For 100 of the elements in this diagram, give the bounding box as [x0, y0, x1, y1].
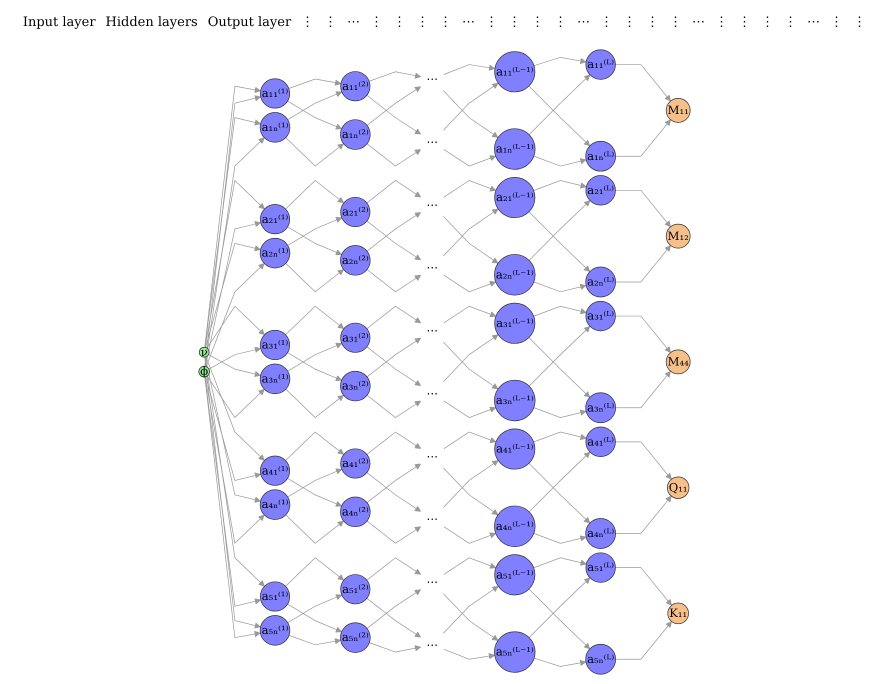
layer-label: ⋯ — [462, 14, 476, 30]
arrow — [528, 326, 590, 386]
arrow — [205, 376, 262, 481]
layer-label: ⋮ — [416, 14, 430, 30]
node-circle: a₁ₙ⁽²⁾ — [340, 119, 371, 150]
arrow — [533, 306, 587, 317]
arrow — [443, 216, 498, 264]
arrow — [533, 156, 586, 166]
node-circle: M₁₁ — [666, 98, 691, 123]
arrow — [287, 226, 342, 256]
node-circle: Q₁₁ — [667, 476, 690, 499]
node-circle: a₁ₙ⁽ᴸ⁻¹⁾ — [494, 128, 536, 170]
arrow — [444, 400, 496, 418]
arrow — [287, 217, 342, 246]
node-circle: a₃₁⁽¹⁾ — [260, 330, 290, 360]
arrow — [208, 354, 261, 378]
node-circle: a₁₁⁽ᴸ⁾ — [586, 49, 616, 80]
arrow — [443, 586, 498, 634]
arrow — [444, 432, 496, 450]
arrow — [533, 432, 587, 442]
arrow — [285, 432, 344, 461]
node-circle: a₄₁⁽ᴸ⁾ — [586, 426, 616, 457]
layer-label: ⋮ — [439, 14, 452, 30]
arrow — [368, 642, 422, 652]
node-circle: a₃₁⁽ᴸ⁻¹⁾ — [494, 302, 536, 344]
arrow — [533, 180, 587, 191]
arrow — [533, 407, 586, 418]
arrow — [615, 441, 672, 480]
layer-label: ⋮ — [508, 14, 522, 30]
arrow — [528, 462, 590, 524]
node-circle: M₄₄ — [666, 350, 691, 374]
node-circle: ν — [198, 346, 210, 358]
arrow — [615, 316, 671, 353]
arrow — [206, 356, 265, 461]
arrow — [366, 432, 422, 455]
node-circle: a₅ₙ⁽¹⁾ — [260, 615, 290, 646]
layer-label: ⋯ — [577, 14, 590, 30]
arrow — [443, 460, 498, 508]
node-circle: a₂ₙ⁽²⁾ — [340, 245, 371, 276]
arrow — [366, 598, 422, 638]
arrow — [366, 338, 422, 378]
node-text: ⋯ — [426, 72, 438, 86]
arrow — [204, 220, 262, 367]
node-circle: a₂₁⁽ᴸ⁾ — [586, 175, 616, 206]
arrow — [285, 388, 344, 418]
arrow — [208, 346, 262, 370]
arrow — [285, 263, 344, 292]
layer-label: ⋯ — [807, 14, 820, 30]
node-circle: a₄ₙ⁽ᴸ⁾ — [585, 518, 616, 549]
node-text: ⋯ — [426, 638, 438, 652]
arrow — [366, 212, 422, 252]
arrow — [615, 621, 672, 660]
layer-label: Input layer — [22, 14, 96, 30]
node-circle: a₂₁⁽ᴸ⁻¹⁾ — [494, 177, 536, 218]
arrow — [206, 306, 265, 348]
arrow — [287, 352, 342, 381]
node-circle: a₅ₙ⁽ᴸ⁾ — [585, 644, 616, 675]
arrow — [615, 370, 671, 408]
arrow — [528, 211, 590, 272]
arrow — [366, 306, 422, 330]
node-circle: a₄₁⁽²⁾ — [340, 448, 370, 479]
node-circle: a₅ₙ⁽²⁾ — [340, 622, 371, 653]
arrow — [368, 71, 422, 82]
arrow — [443, 82, 498, 131]
layer-label: ⋮ — [715, 14, 728, 30]
layer-label: ⋮ — [600, 14, 614, 30]
arrow — [366, 557, 422, 581]
node-circle: a₅₁⁽ᴸ⁾ — [586, 552, 616, 583]
node-circle: a₁₁⁽²⁾ — [340, 71, 370, 102]
arrow — [528, 86, 590, 146]
arrow — [288, 78, 342, 89]
layer-label: ⋮ — [554, 14, 568, 30]
node-text: ⋯ — [426, 323, 438, 338]
layer-label: Output layer — [208, 14, 292, 30]
node-text: ⋯ — [426, 574, 438, 589]
arrow — [285, 306, 344, 336]
layer-label: ⋮ — [646, 14, 660, 30]
node-circle: M₁₂ — [666, 224, 691, 249]
layer-label: ⋮ — [301, 14, 314, 30]
node-circle: ϕ — [198, 366, 210, 378]
node-circle: a₃₁⁽²⁾ — [340, 322, 370, 353]
arrow — [288, 635, 341, 646]
node-circle: a₅ₙ⁽ᴸ⁻¹⁾ — [494, 631, 536, 673]
arrow — [287, 91, 342, 120]
arrow — [528, 588, 590, 650]
arrow — [528, 200, 590, 261]
arrow — [366, 394, 422, 418]
node-text: ⋯ — [426, 386, 438, 400]
node-circle: a₂ₙ⁽ᴸ⁾ — [585, 266, 616, 298]
arrow — [443, 90, 498, 138]
arrow — [443, 342, 498, 390]
node-text: ⋯ — [426, 260, 438, 274]
layer-label: ⋮ — [370, 14, 384, 30]
arrow — [443, 334, 498, 382]
arrow — [444, 180, 496, 198]
arrow — [366, 94, 422, 134]
arrow — [615, 496, 672, 534]
arrow — [204, 180, 265, 348]
arrow — [366, 464, 422, 504]
arrow — [366, 589, 422, 629]
